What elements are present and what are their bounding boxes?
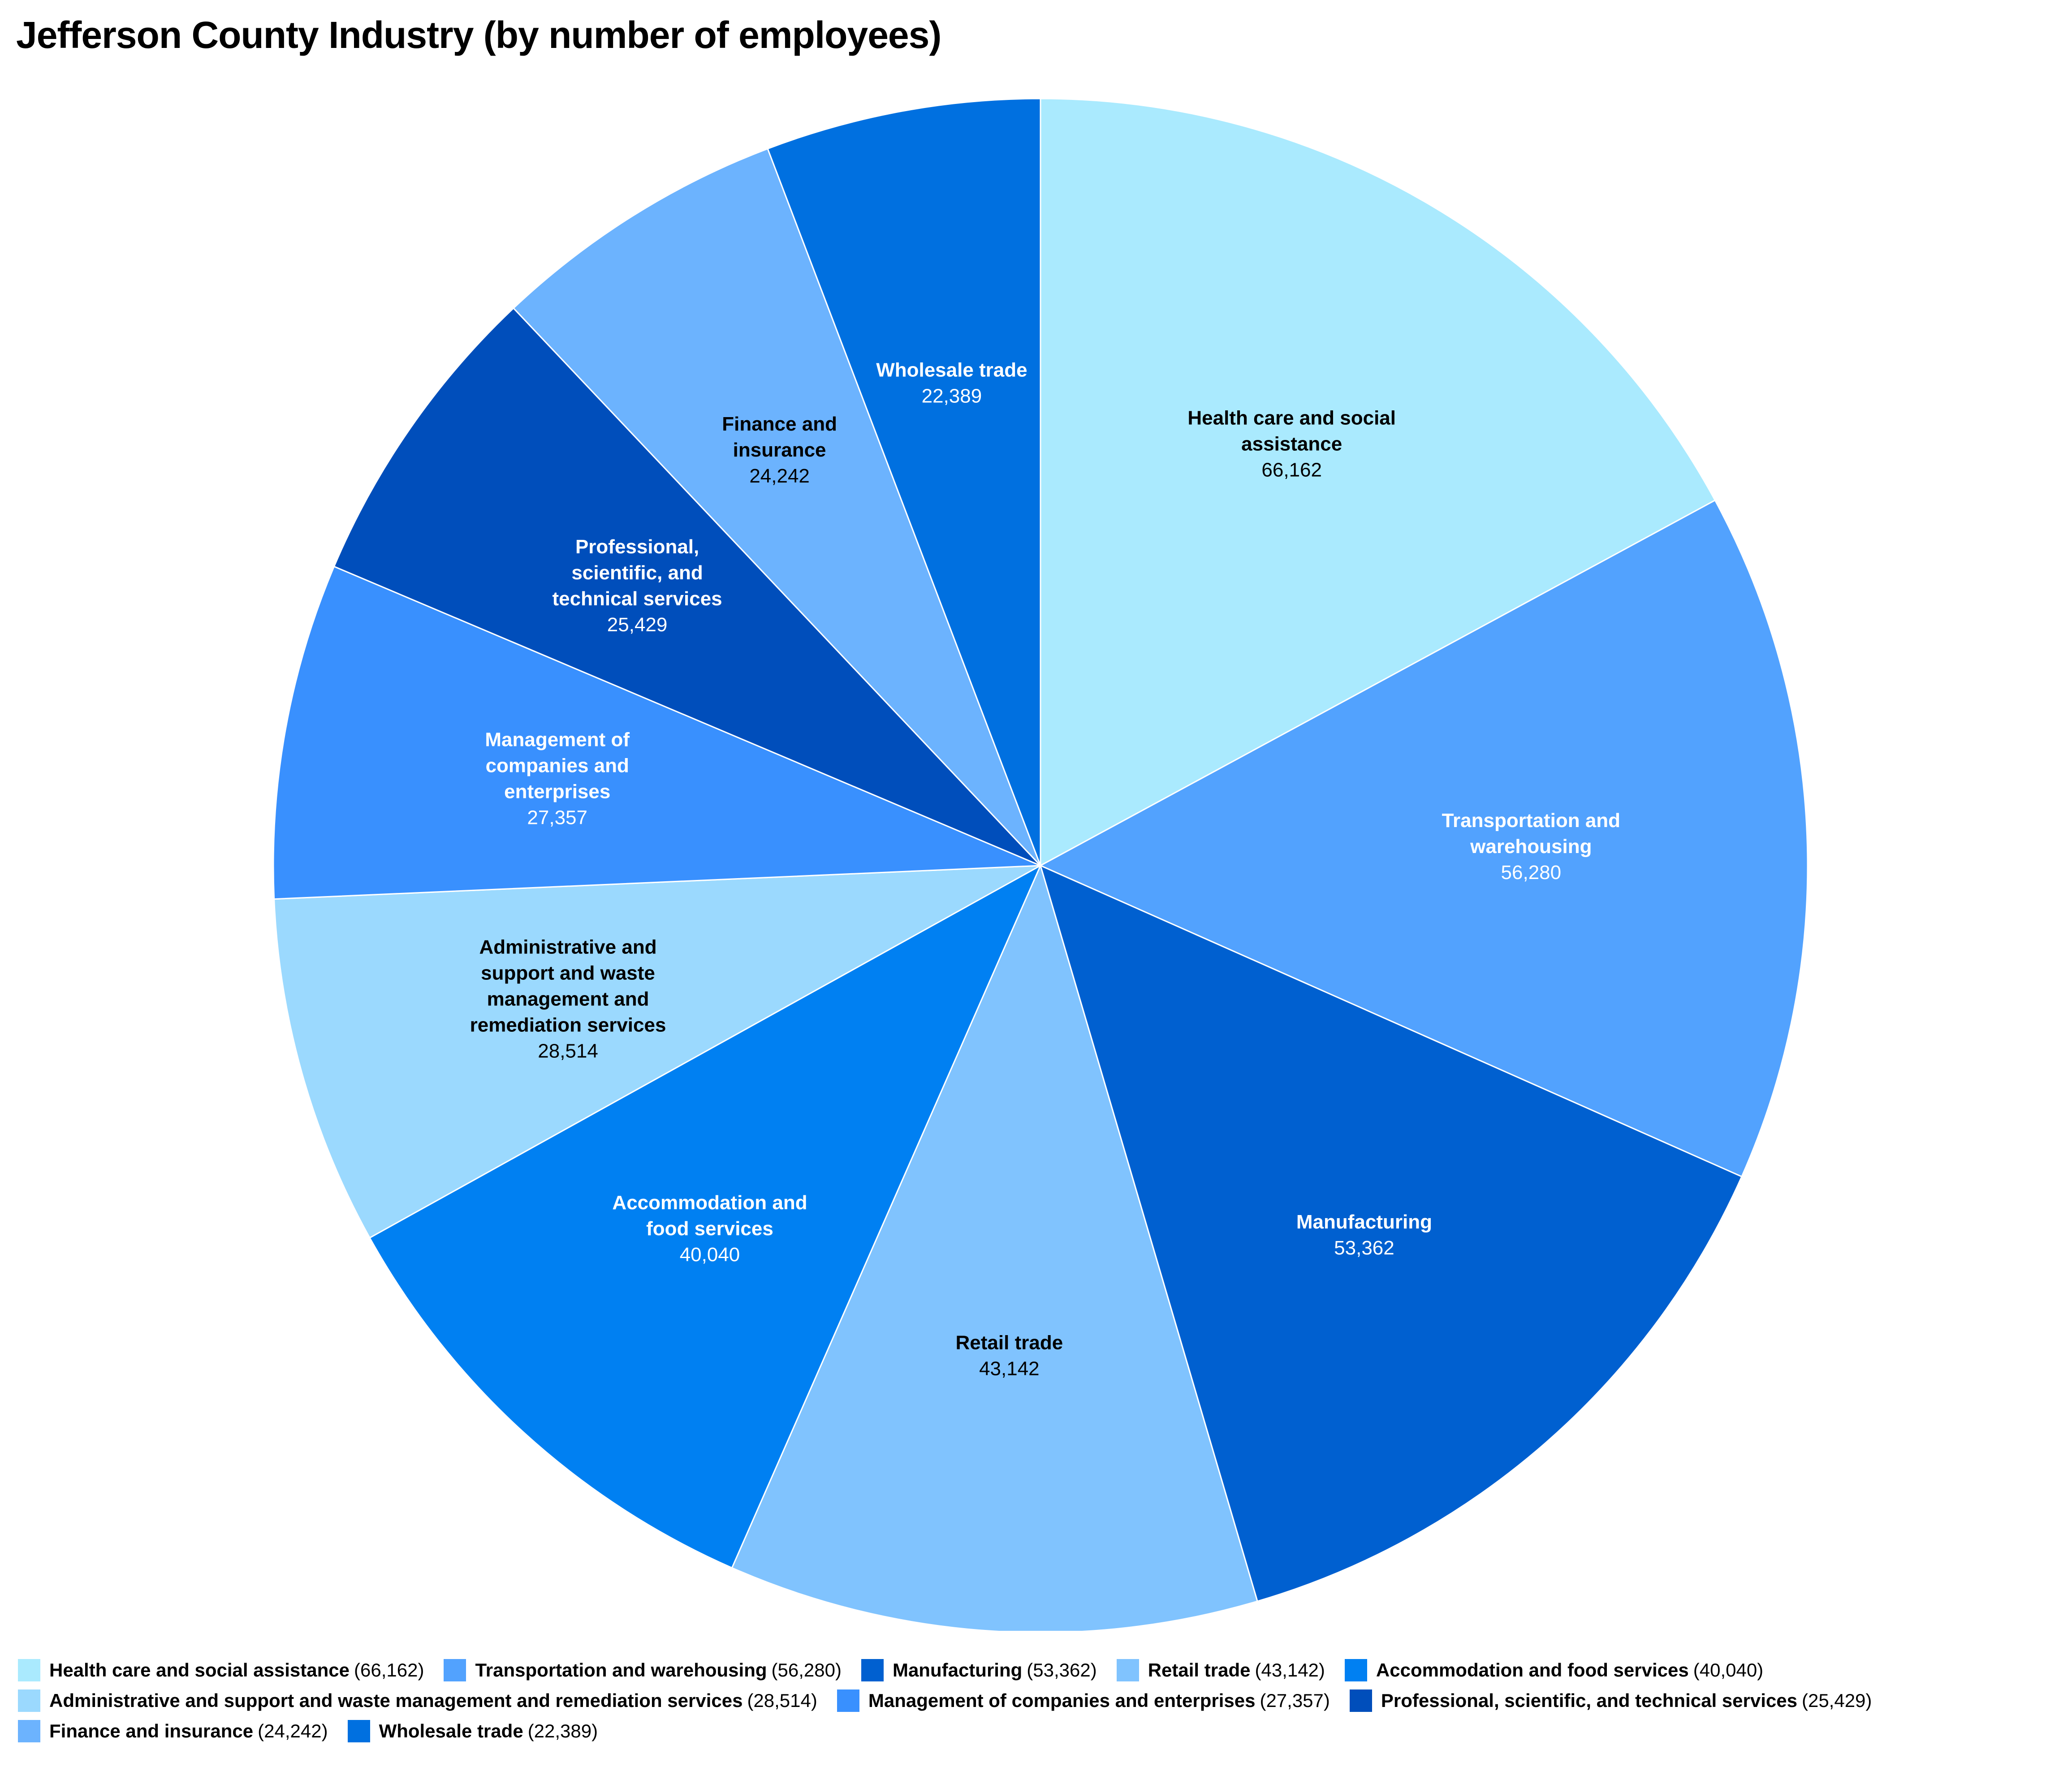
legend-value: (22,389) <box>527 1720 598 1741</box>
legend-value: (53,362) <box>1027 1659 1097 1681</box>
legend-value: (43,142) <box>1255 1659 1325 1681</box>
legend-swatch <box>1344 1659 1367 1681</box>
legend-item-administrative-and-support-and-waste-management-and-remediation-services: Administrative and support and waste man… <box>18 1688 817 1713</box>
legend-value: (40,040) <box>1693 1659 1764 1681</box>
legend-item-manufacturing: Manufacturing(53,362) <box>861 1658 1097 1683</box>
legend-label: Health care and social assistance <box>49 1659 350 1681</box>
legend-value: (25,429) <box>1801 1690 1872 1711</box>
pie-slice-wholesale-trade <box>767 98 1041 866</box>
pie-slice-administrative-and-support-and-waste-management-and-remediation-services <box>273 865 1041 1239</box>
legend-label: Retail trade <box>1148 1659 1251 1681</box>
legend-item-health-care-and-social-assistance: Health care and social assistance(66,162… <box>18 1658 424 1683</box>
legend-label: Finance and insurance <box>49 1720 254 1741</box>
legend-swatch <box>861 1659 884 1681</box>
pie-slice-retail-trade <box>731 863 1258 1631</box>
pie-slice-manufacturing <box>1039 864 1743 1602</box>
legend-value: (24,242) <box>258 1720 328 1741</box>
pie-slice-finance-and-insurance <box>512 147 1041 866</box>
legend-label: Transportation and warehousing <box>475 1659 767 1681</box>
legend-swatch <box>1116 1659 1139 1681</box>
pie-slice-health-care-and-social-assistance <box>1040 98 1716 867</box>
legend-item-professional-scientific-and-technical-services: Professional, scientific, and technical … <box>1349 1688 1872 1713</box>
legend-item-retail-trade: Retail trade(43,142) <box>1116 1658 1325 1683</box>
legend-label: Professional, scientific, and technical … <box>1381 1690 1797 1711</box>
chart-title: Jefferson County Industry (by number of … <box>16 14 941 56</box>
legend-swatch <box>18 1659 40 1681</box>
legend-value: (66,162) <box>354 1659 424 1681</box>
legend-swatch <box>837 1689 859 1712</box>
legend-value: (28,514) <box>747 1690 817 1711</box>
legend-label: Management of companies and enterprises <box>868 1690 1256 1711</box>
legend-value: (56,280) <box>771 1659 842 1681</box>
legend-swatch <box>18 1720 40 1742</box>
legend-label: Manufacturing <box>892 1659 1023 1681</box>
legend-swatch <box>347 1720 370 1742</box>
pie-slice-management-of-companies-and-enterprises <box>272 565 1041 900</box>
legend-label: Wholesale trade <box>379 1720 523 1741</box>
legend-label: Administrative and support and waste man… <box>49 1690 743 1711</box>
chart-legend: Health care and social assistance(66,162… <box>18 1658 2061 1744</box>
pie-slice-transportation-and-warehousing <box>1039 499 1809 1178</box>
legend-value: (27,357) <box>1260 1690 1330 1711</box>
legend-item-finance-and-insurance: Finance and insurance(24,242) <box>18 1719 328 1744</box>
pie-slices <box>272 98 1809 1631</box>
legend-item-accommodation-and-food-services: Accommodation and food services(40,040) <box>1344 1658 1764 1683</box>
pie-slice-professional-scientific-and-technical-services <box>333 307 1041 866</box>
legend-label: Accommodation and food services <box>1376 1659 1689 1681</box>
legend-item-management-of-companies-and-enterprises: Management of companies and enterprises(… <box>837 1688 1330 1713</box>
legend-swatch <box>18 1689 40 1712</box>
pie-slice-accommodation-and-food-services <box>369 864 1042 1569</box>
legend-swatch <box>1349 1689 1372 1712</box>
legend-item-wholesale-trade: Wholesale trade(22,389) <box>347 1719 598 1744</box>
legend-item-transportation-and-warehousing: Transportation and warehousing(56,280) <box>444 1658 842 1683</box>
legend-swatch <box>444 1659 466 1681</box>
